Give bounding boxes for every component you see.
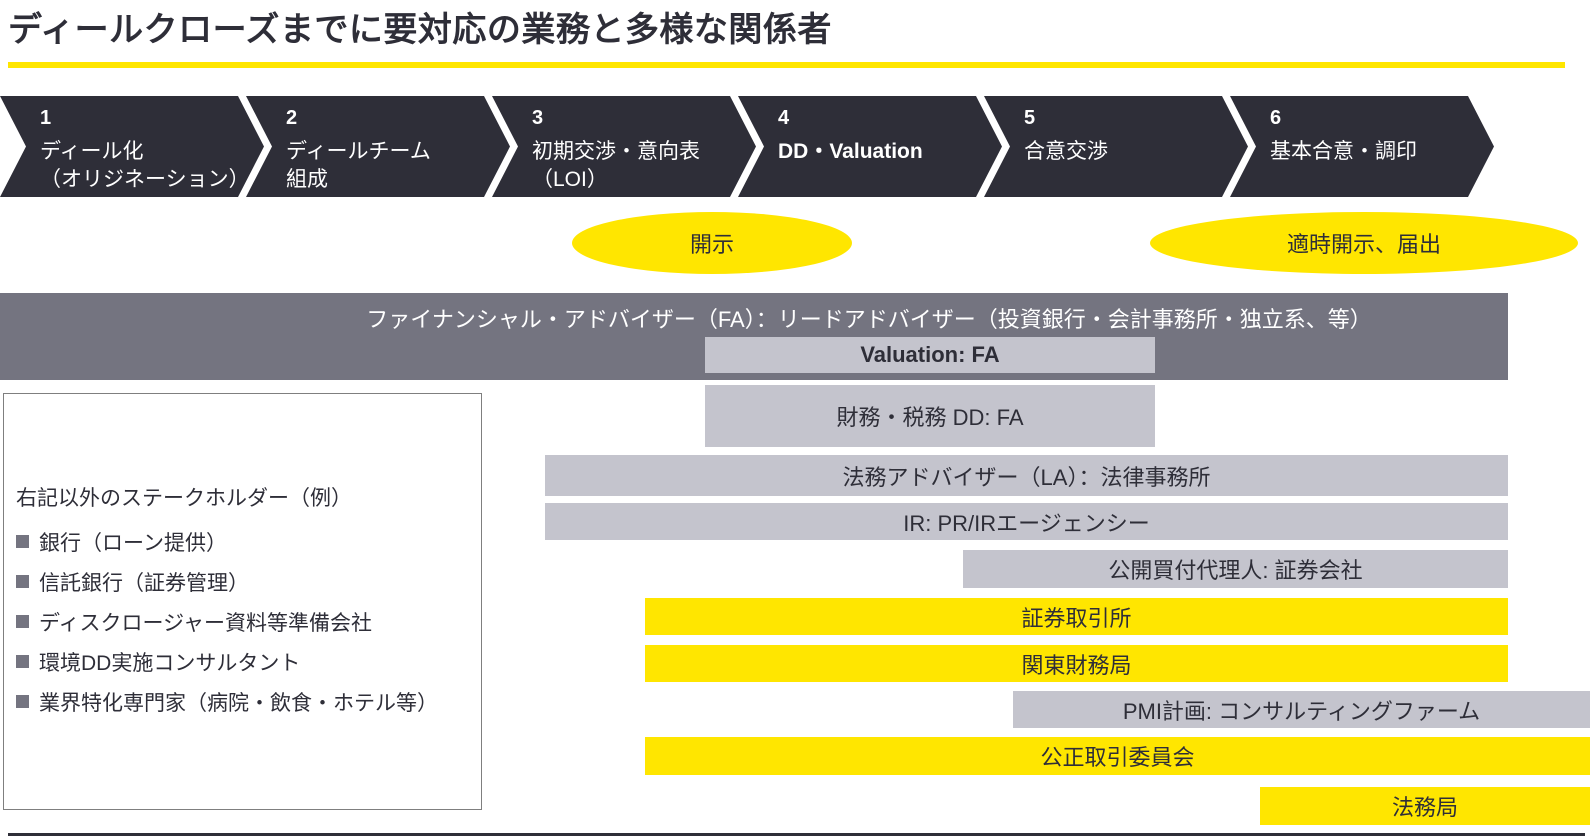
step-number: 6: [1270, 107, 1282, 129]
stakeholder-label: 信託銀行（証券管理）: [39, 571, 249, 595]
bullet-square-icon: [16, 535, 29, 548]
stakeholder-label: 銀行（ローン提供）: [39, 531, 227, 555]
legal-affairs-bureau-bar: 法務局: [1260, 787, 1590, 825]
valuation-fa-bar: Valuation: FA: [705, 337, 1155, 373]
step-number: 4: [778, 107, 790, 129]
bullet-square-icon: [16, 615, 29, 628]
bottom-divider: [8, 833, 1585, 836]
step-label: ディール化 （オリジネーション）: [40, 140, 250, 191]
step-label: 基本合意・調印: [1270, 140, 1417, 163]
kanto-finance-bureau-bar: 関東財務局: [645, 645, 1508, 682]
stakeholder-label: ディスクロージャー資料等準備会社: [39, 611, 373, 635]
list-item: ディスクロージャー資料等準備会社: [16, 607, 471, 637]
step-label: 合意交渉: [1024, 140, 1108, 163]
page-title: ディールクローズまでに要対応の業務と多様な関係者: [8, 11, 832, 49]
process-step-6: 6 基本合意・調印: [1230, 96, 1494, 197]
process-step-3: 3 初期交渉・意向表 （LOI）: [492, 96, 756, 197]
list-item: 環境DD実施コンサルタント: [16, 647, 471, 677]
stakeholders-header: 右記以外のステークホルダー（例）: [16, 486, 352, 510]
financial-tax-dd-bar: 財務・税務 DD: FA: [705, 385, 1155, 447]
process-step-5: 5 合意交渉: [984, 96, 1248, 197]
fair-trade-commission-bar: 公正取引委員会: [645, 737, 1590, 775]
title-yellow-divider: [8, 62, 1565, 68]
timely-disclosure-ellipse: 適時開示、届出: [1150, 212, 1578, 274]
bullet-square-icon: [16, 695, 29, 708]
process-step-4: 4 DD・Valuation: [738, 96, 1002, 197]
step-label: ディールチーム 組成: [286, 140, 431, 191]
step-number: 3: [532, 107, 544, 129]
tender-offer-agent-bar: 公開買付代理人: 証券会社: [963, 550, 1508, 588]
list-item: 銀行（ローン提供）: [16, 527, 471, 557]
step-label: 初期交渉・意向表 （LOI）: [532, 140, 700, 191]
step-number: 1: [40, 107, 52, 129]
financial-advisor-label: ファイナンシャル・アドバイザー（FA）：リードアドバイザー（投資銀行・会計事務所…: [366, 307, 1372, 332]
stakeholder-label: 業界特化専門家（病院・飲食・ホテル等）: [39, 691, 438, 715]
stock-exchange-bar: 証券取引所: [645, 598, 1508, 635]
pmi-consulting-bar: PMI計画: コンサルティングファーム: [1013, 691, 1590, 728]
process-step-2: 2 ディールチーム 組成: [246, 96, 510, 197]
disclosure-ellipse: 開示: [572, 212, 852, 274]
bullet-square-icon: [16, 575, 29, 588]
list-item: 業界特化専門家（病院・飲食・ホテル等）: [16, 687, 471, 717]
process-step-1: 1 ディール化 （オリジネーション）: [0, 96, 264, 197]
ir-agency-bar: IR: PR/IRエージェンシー: [545, 503, 1508, 540]
bullet-square-icon: [16, 655, 29, 668]
step-number: 2: [286, 107, 298, 129]
legal-advisor-bar: 法務アドバイザー（LA）：法律事務所: [545, 455, 1508, 496]
other-stakeholders-box: 右記以外のステークホルダー（例） 銀行（ローン提供） 信託銀行（証券管理） ディ…: [3, 393, 482, 810]
step-number: 5: [1024, 107, 1036, 129]
list-item: 信託銀行（証券管理）: [16, 567, 471, 597]
stakeholder-label: 環境DD実施コンサルタント: [39, 651, 301, 675]
step-label: DD・Valuation: [778, 140, 923, 163]
